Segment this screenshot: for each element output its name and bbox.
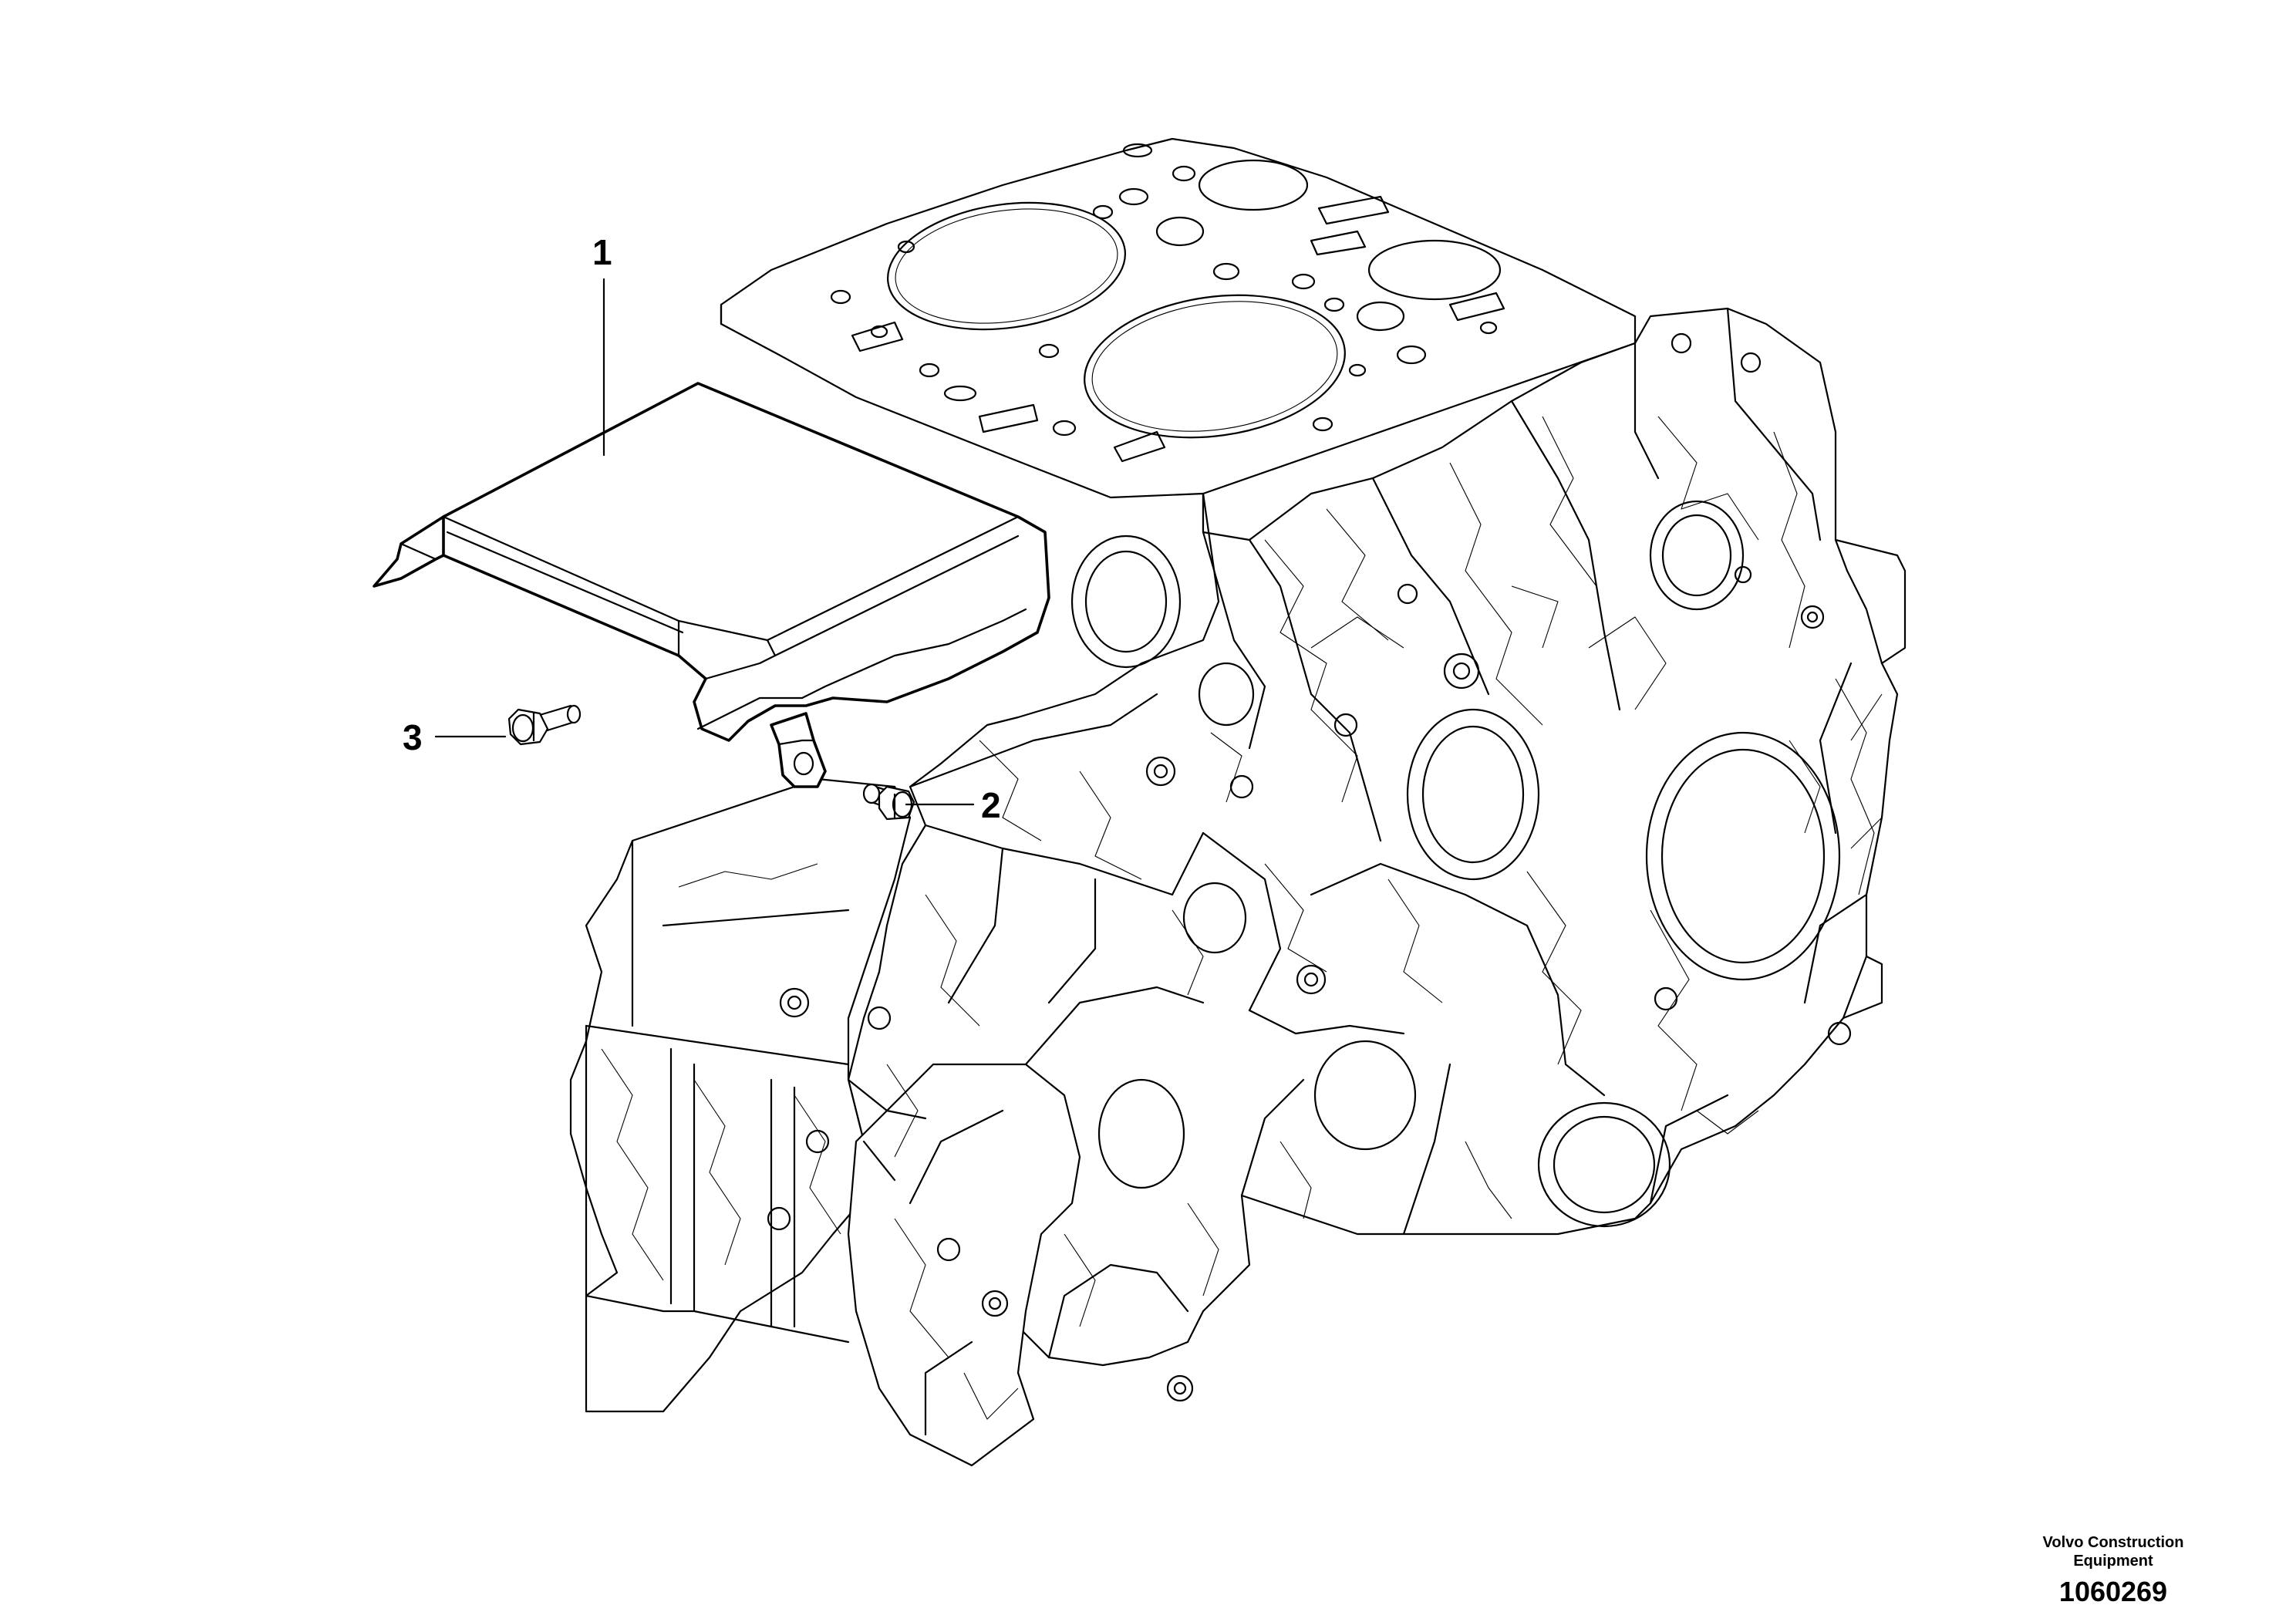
publisher-label: Volvo Construction Equipment [2042,1534,2184,1570]
bolt-3 [507,704,582,746]
image-id-label: 1060269 [2058,1576,2168,1607]
heat-shield-plate [373,382,1050,788]
callout-2: 2 [981,785,1001,825]
bolt-2 [862,783,915,821]
engine-block [569,137,1907,1467]
callout-3: 3 [403,717,423,757]
reference-block: Volvo Construction Equipment 1060269 [2021,1533,2206,1609]
callout-1: 1 [592,232,612,272]
